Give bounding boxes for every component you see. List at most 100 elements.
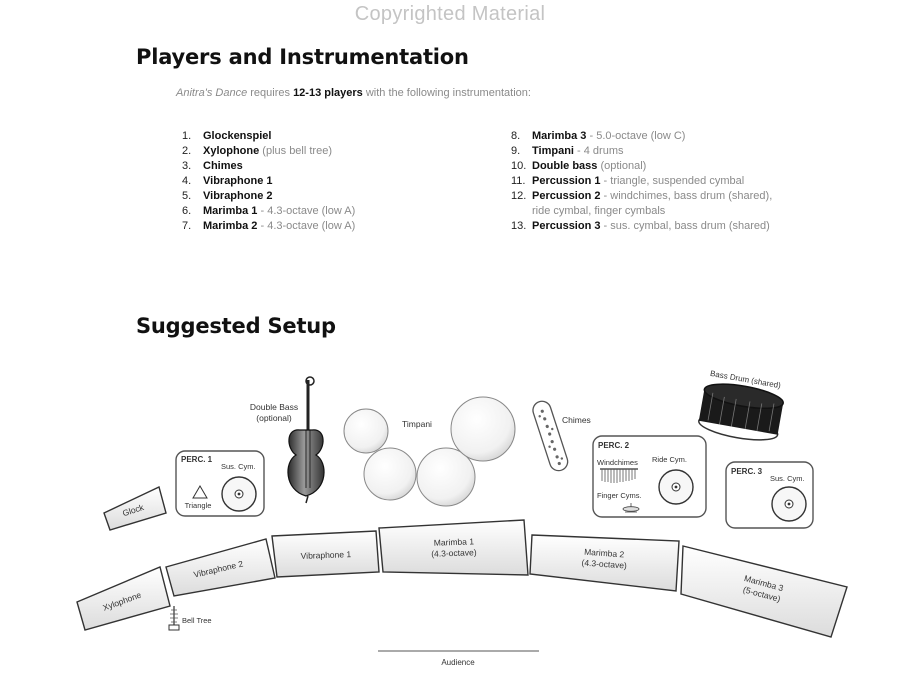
xylophone-instrument xyxy=(76,566,171,631)
instrument-list-right: 8. Marimba 3 - 5.0-octave (low C) 9. Timpan… xyxy=(511,129,811,234)
chimes-icon xyxy=(532,400,569,472)
perc3-label: PERC. 3 xyxy=(731,467,763,476)
item-number: 5. xyxy=(182,190,192,202)
item-body: Marimba 3 - 5.0-octave (low C) xyxy=(532,129,811,144)
instrument-detail: - triangle, suspended cymbal xyxy=(600,175,745,187)
instrument-detail: (optional) xyxy=(597,160,647,172)
instrument-list-item: 9. Timpani - 4 drums xyxy=(511,144,811,159)
instrument-name: Xylophone xyxy=(203,145,260,157)
instrument-name: Percussion 2 xyxy=(532,190,601,202)
finger-cyms-label: Finger Cyms. xyxy=(597,491,642,500)
instrument-list-item: 11. Percussion 1 - triangle, suspended cy… xyxy=(511,174,811,189)
instrument-name: Double bass xyxy=(532,160,598,172)
intro-text-1: requires xyxy=(247,87,294,99)
item-body: Marimba 2 - 4.3-octave (low A) xyxy=(203,219,482,234)
item-number: 2. xyxy=(182,145,192,157)
perc2-label: PERC. 2 xyxy=(598,441,630,450)
instrument-name: Vibraphone 1 xyxy=(203,175,273,187)
item-body: Vibraphone 1 xyxy=(203,174,482,189)
item-body: Double bass (optional) xyxy=(532,159,811,174)
instrument-name: Glockenspiel xyxy=(203,130,272,142)
instrument-name: Percussion 1 xyxy=(532,175,601,187)
players-title: Players and Instrumentation xyxy=(136,45,469,69)
instrumentation-intro: Anitra's Dance requires 12-13 players wi… xyxy=(176,87,531,99)
instrument-name: Percussion 3 xyxy=(532,220,601,232)
item-body: Chimes xyxy=(203,159,482,174)
item-body: Percussion 2 - windchimes, bass drum (sh… xyxy=(532,189,811,204)
triangle-label: Triangle xyxy=(185,501,212,510)
marimba1-instrument xyxy=(378,519,529,576)
marimba2-instrument xyxy=(529,534,680,592)
triangle-icon xyxy=(192,485,208,499)
perc3-cymbal-icon xyxy=(771,486,807,522)
double-bass-icon xyxy=(287,376,325,504)
item-number: 4. xyxy=(182,175,192,187)
marimba3-instrument xyxy=(680,545,848,638)
instrument-name: Chimes xyxy=(203,160,243,172)
item-body: Percussion 3 - sus. cymbal, bass drum (s… xyxy=(532,219,811,234)
chimes-label: Chimes xyxy=(562,415,591,425)
double-bass-label: Double Bass xyxy=(250,402,298,412)
item-number: 6. xyxy=(182,205,192,217)
perc1-cymbal-icon xyxy=(221,476,257,512)
instrument-name: Vibraphone 2 xyxy=(203,190,273,202)
instrument-detail: (plus bell tree) xyxy=(259,145,332,157)
item-number: 7. xyxy=(182,220,192,232)
instrument-list-item: 4. Vibraphone 1 xyxy=(182,174,482,189)
windchimes-label: Windchimes xyxy=(597,458,638,467)
item-body: Percussion 1 - triangle, suspended cymba… xyxy=(532,174,811,189)
perc3-sus-cym-label: Sus. Cym. xyxy=(770,474,805,483)
marimba1-label: Marimba 1 xyxy=(434,536,475,547)
vibraphone1-label: Vibraphone 1 xyxy=(301,549,352,561)
bell-tree-label: Bell Tree xyxy=(182,616,212,625)
item-body: Timpani - 4 drums xyxy=(532,144,811,159)
instrument-detail: - 5.0-octave (low C) xyxy=(586,130,686,142)
marimba2-octave-label: (4.3-octave) xyxy=(581,557,627,570)
instrument-detail: - sus. cymbal, bass drum (shared) xyxy=(600,220,770,232)
vibraphone2-instrument xyxy=(165,538,276,597)
instrument-name: Marimba 1 xyxy=(203,205,258,217)
instrument-name: Timpani xyxy=(532,145,574,157)
double-bass-optional-label: (optional) xyxy=(256,413,292,423)
instrument-list-item: 5. Vibraphone 2 xyxy=(182,189,482,204)
perc1-label: PERC. 1 xyxy=(181,455,213,464)
glockenspiel-instrument xyxy=(103,486,167,531)
item-body: Xylophone (plus bell tree) xyxy=(203,144,482,159)
item-number: 12. xyxy=(511,190,527,202)
item-number: 9. xyxy=(511,145,521,157)
intro-text-2: with the following instrumentation: xyxy=(362,87,531,99)
instrument-list-item: 2. Xylophone (plus bell tree) xyxy=(182,144,482,159)
instrument-detail-continued: ride cymbal, finger cymbals xyxy=(532,205,666,217)
watermark: Copyrighted Material xyxy=(354,3,546,25)
item-number: 10. xyxy=(511,160,527,172)
timpani-drums xyxy=(343,396,516,507)
work-title: Anitra's Dance xyxy=(176,87,248,99)
ride-cym-label: Ride Cym. xyxy=(652,455,687,464)
instrument-list-item: 8. Marimba 3 - 5.0-octave (low C) xyxy=(511,129,811,144)
instrument-list-item: 7. Marimba 2 - 4.3-octave (low A) xyxy=(182,219,482,234)
bass-drum-icon xyxy=(698,383,784,441)
marimba2-label: Marimba 2 xyxy=(584,547,625,560)
windchimes-icon xyxy=(600,468,638,483)
item-number: 8. xyxy=(511,130,521,142)
vibraphone1-instrument xyxy=(271,530,380,578)
timpani-label: Timpani xyxy=(402,419,432,429)
item-number: 3. xyxy=(182,160,192,172)
item-body: Marimba 1 - 4.3-octave (low A) xyxy=(203,204,482,219)
instrument-name: Marimba 3 xyxy=(532,130,587,142)
item-number: 13. xyxy=(511,220,527,232)
item-body: Glockenspiel xyxy=(203,129,482,144)
finger-cymbals-icon xyxy=(622,503,640,513)
instrument-detail: - 4.3-octave (low A) xyxy=(257,205,356,217)
item-number: 11. xyxy=(511,175,526,187)
marimba1-octave-label: (4.3-octave) xyxy=(431,547,477,559)
bell-tree-icon xyxy=(168,606,180,631)
instrument-list-item: 3. Chimes xyxy=(182,159,482,174)
instrument-detail: - 4.3-octave (low A) xyxy=(257,220,356,232)
ride-cymbal-icon xyxy=(658,469,694,505)
instrument-detail: - 4 drums xyxy=(573,145,624,157)
player-count: 12-13 players xyxy=(293,87,363,99)
instrument-list-item: 13. Percussion 3 - sus. cymbal, bass drum… xyxy=(511,219,811,234)
